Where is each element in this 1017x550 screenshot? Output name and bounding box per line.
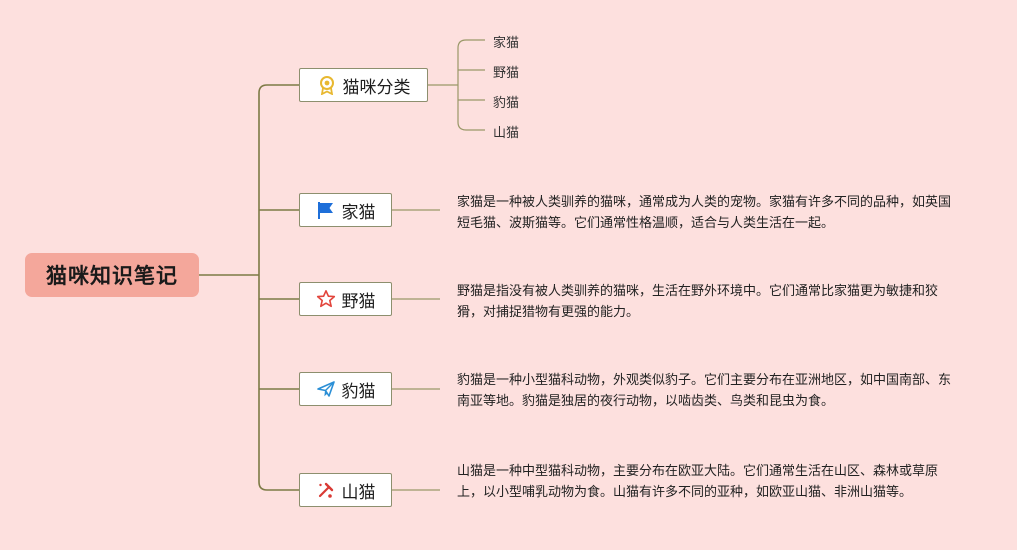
node-domestic-cat[interactable]: 家猫 <box>299 193 392 227</box>
node-label: 猫咪分类 <box>342 77 411 98</box>
node-label: 豹猫 <box>341 381 376 402</box>
tools-icon <box>316 480 336 500</box>
node-label: 家猫 <box>341 202 376 223</box>
description-leopard-cat: 豹猫是一种小型猫科动物，外观类似豹子。它们主要分布在亚洲地区，如中国南部、东南亚… <box>457 373 952 409</box>
node-lynx[interactable]: 山猫 <box>299 473 392 507</box>
leaf-lynx[interactable]: 山猫 <box>493 126 520 141</box>
root-node[interactable]: 猫咪知识笔记 <box>25 253 199 297</box>
node-leopard-cat[interactable]: 豹猫 <box>299 372 392 406</box>
root-title: 猫咪知识笔记 <box>46 264 178 288</box>
node-cat-classification[interactable]: 猫咪分类 <box>299 68 428 102</box>
leaf-wild-cat[interactable]: 野猫 <box>493 66 520 81</box>
node-label: 山猫 <box>341 482 376 503</box>
paper-plane-icon <box>316 379 336 399</box>
description-domestic-cat: 家猫是一种被人类驯养的猫咪，通常成为人类的宠物。家猫有许多不同的品种，如英国短毛… <box>457 195 952 231</box>
award-medal-icon <box>317 75 337 95</box>
blue-flag-icon <box>316 200 336 220</box>
leaf-domestic-cat[interactable]: 家猫 <box>493 36 520 51</box>
description-wild-cat: 野猫是指没有被人类驯养的猫咪，生活在野外环境中。它们通常比家猫更为敏捷和狡猾，对… <box>457 284 939 320</box>
description-lynx: 山猫是一种中型猫科动物，主要分布在欧亚大陆。它们通常生活在山区、森林或草原上，以… <box>457 464 939 500</box>
node-label: 野猫 <box>341 291 376 312</box>
leaf-leopard-cat[interactable]: 豹猫 <box>493 96 520 111</box>
red-star-icon <box>316 289 336 309</box>
node-wild-cat[interactable]: 野猫 <box>299 282 392 316</box>
